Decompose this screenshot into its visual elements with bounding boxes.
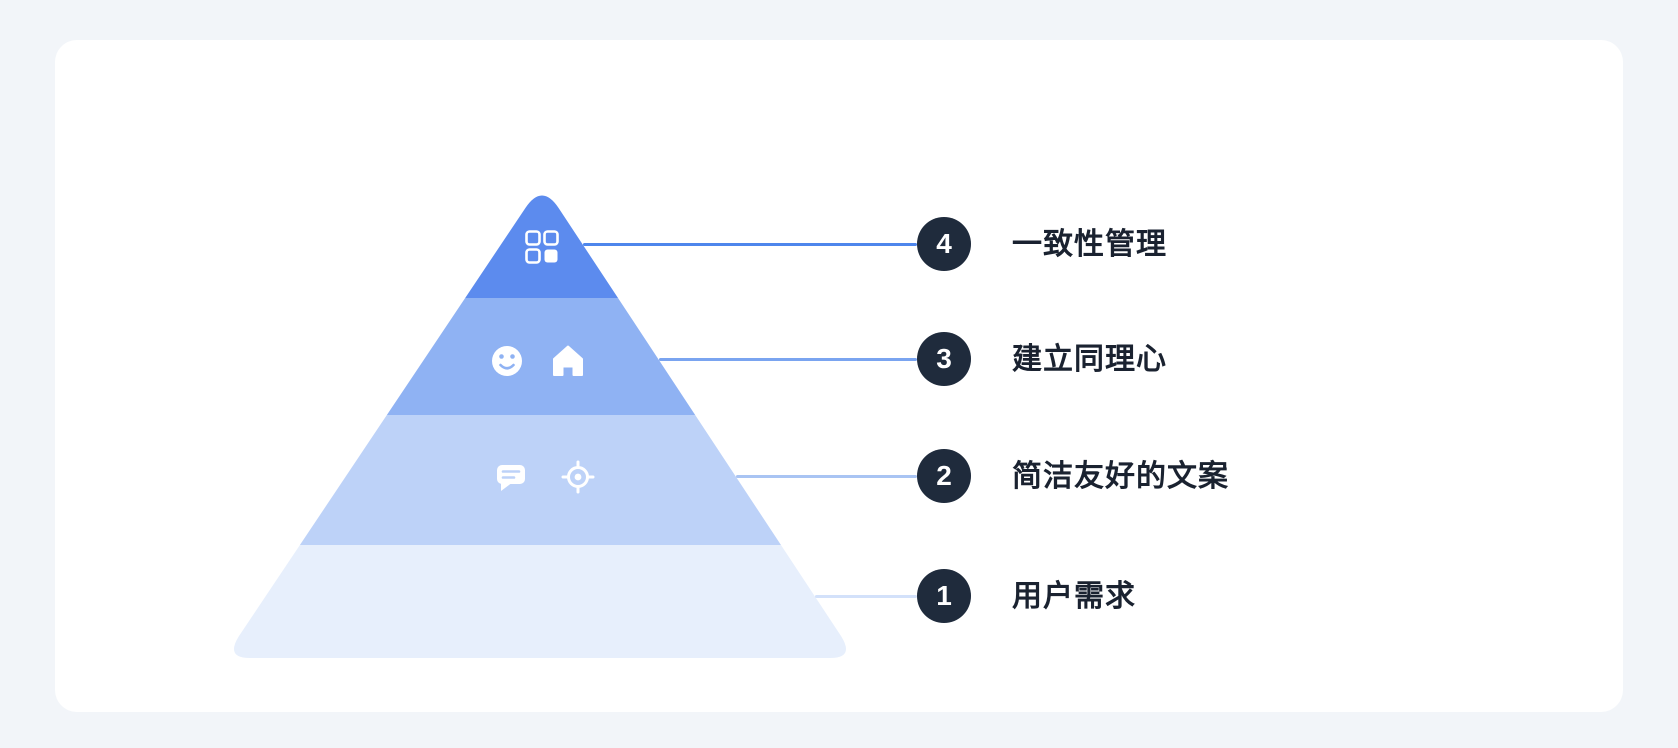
home-icon bbox=[553, 345, 583, 376]
chat-icon bbox=[497, 465, 525, 491]
pyramid-level-1 bbox=[233, 545, 847, 658]
level-4-badge: 4 bbox=[917, 217, 971, 271]
level-2-number: 2 bbox=[936, 460, 952, 491]
grid-icon bbox=[525, 230, 559, 264]
smiley-icon bbox=[492, 346, 522, 376]
connector-line-level-3 bbox=[659, 358, 917, 361]
level-4-label: 一致性管理 bbox=[1012, 228, 1167, 261]
connector-line-level-1 bbox=[815, 595, 917, 598]
connector-line-level-4 bbox=[583, 243, 917, 246]
pyramid-level-2 bbox=[233, 415, 847, 545]
pyramid bbox=[233, 195, 847, 658]
connector-line-level-2 bbox=[736, 475, 917, 478]
pyramid-level-3 bbox=[233, 298, 847, 415]
level-3-badge: 3 bbox=[917, 332, 971, 386]
level-2-badge: 2 bbox=[917, 449, 971, 503]
level-1-number: 1 bbox=[936, 580, 952, 611]
level-3-label: 建立同理心 bbox=[1012, 343, 1167, 376]
level-4-number: 4 bbox=[936, 228, 952, 259]
level-2-label: 简洁友好的文案 bbox=[1012, 460, 1229, 493]
level-3-number: 3 bbox=[936, 343, 952, 374]
level-1-label: 用户需求 bbox=[1012, 580, 1136, 613]
target-icon bbox=[561, 460, 595, 494]
level-1-badge: 1 bbox=[917, 569, 971, 623]
card: 4 一致性管理 3 建立同理心 2 简洁友好的文案 1 用户需求 bbox=[55, 40, 1623, 712]
